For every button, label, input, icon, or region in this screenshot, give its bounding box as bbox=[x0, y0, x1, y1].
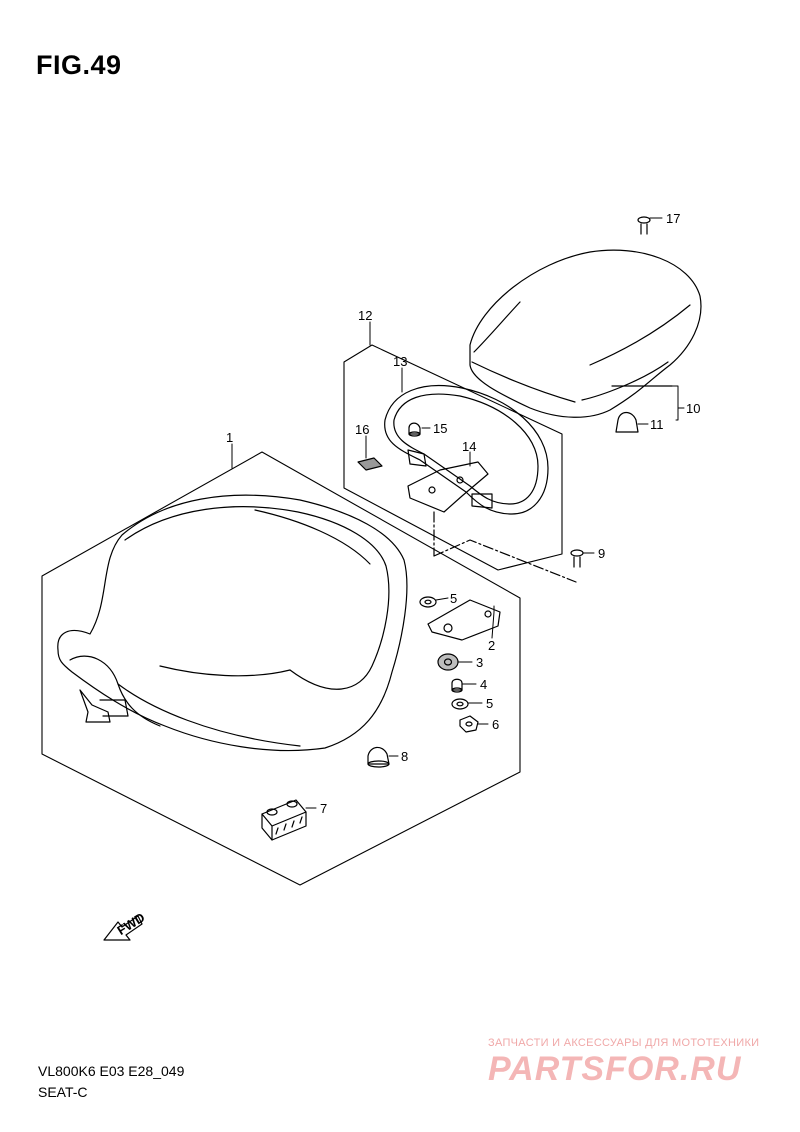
rear-seat-assembly-outline bbox=[343, 344, 563, 571]
seat-bracket-part[interactable] bbox=[407, 449, 493, 513]
bracket-plate-part[interactable] bbox=[427, 599, 501, 641]
callout-11: 11 bbox=[650, 417, 664, 432]
bolt-17-part[interactable] bbox=[637, 216, 651, 235]
nut-15-part[interactable] bbox=[408, 422, 421, 437]
callout-3: 3 bbox=[476, 655, 483, 670]
figure-title: FIG.49 bbox=[36, 50, 122, 80]
callout-14: 14 bbox=[462, 439, 476, 454]
nut-6-part[interactable] bbox=[459, 715, 479, 733]
callout-4: 4 bbox=[480, 677, 487, 692]
cushion-8-part[interactable] bbox=[367, 746, 390, 768]
forward-arrow-icon bbox=[103, 915, 143, 941]
callout-5-lower: 5 bbox=[486, 696, 493, 711]
callout-16: 16 bbox=[355, 422, 369, 437]
grommet-part[interactable] bbox=[437, 653, 459, 671]
leader-lines bbox=[231, 217, 685, 809]
assembly-center-line bbox=[433, 511, 577, 583]
callout-2: 2 bbox=[488, 638, 495, 653]
callout-17: 17 bbox=[666, 211, 680, 226]
callout-10: 10 bbox=[686, 401, 700, 416]
watermark-tagline: ЗАПЧАСТИ И АКСЕССУАРЫ ДЛЯ МОТОТЕХНИКИ bbox=[488, 1037, 760, 1049]
watermark-logo: PARTSFOR.RU bbox=[488, 1050, 742, 1088]
forward-arrow-label: FWD bbox=[114, 910, 147, 938]
callout-6: 6 bbox=[492, 717, 499, 732]
clip-part[interactable] bbox=[261, 799, 307, 841]
callout-15: 15 bbox=[433, 421, 447, 436]
callout-13: 13 bbox=[393, 354, 407, 369]
model-code-label: VL800K6 E03 E28_049 bbox=[38, 1063, 185, 1079]
collar-5-upper-part[interactable] bbox=[419, 596, 437, 608]
callout-7: 7 bbox=[320, 801, 327, 816]
rubber-pad-part[interactable] bbox=[357, 457, 383, 471]
callout-8: 8 bbox=[401, 749, 408, 764]
callout-1: 1 bbox=[226, 430, 233, 445]
front-seat-part[interactable] bbox=[57, 494, 408, 752]
callout-12: 12 bbox=[358, 308, 372, 323]
callout-5-upper: 5 bbox=[450, 591, 457, 606]
bolt-9-part[interactable] bbox=[570, 549, 584, 568]
cushion-11-part[interactable] bbox=[615, 411, 639, 433]
front-seat-assembly-outline bbox=[41, 451, 521, 886]
callout-9: 9 bbox=[598, 546, 605, 561]
collar-5-lower-part[interactable] bbox=[451, 698, 469, 710]
rear-seat-part[interactable] bbox=[469, 249, 702, 418]
section-name-label: SEAT-C bbox=[38, 1084, 88, 1100]
bushing-part[interactable] bbox=[451, 678, 463, 693]
